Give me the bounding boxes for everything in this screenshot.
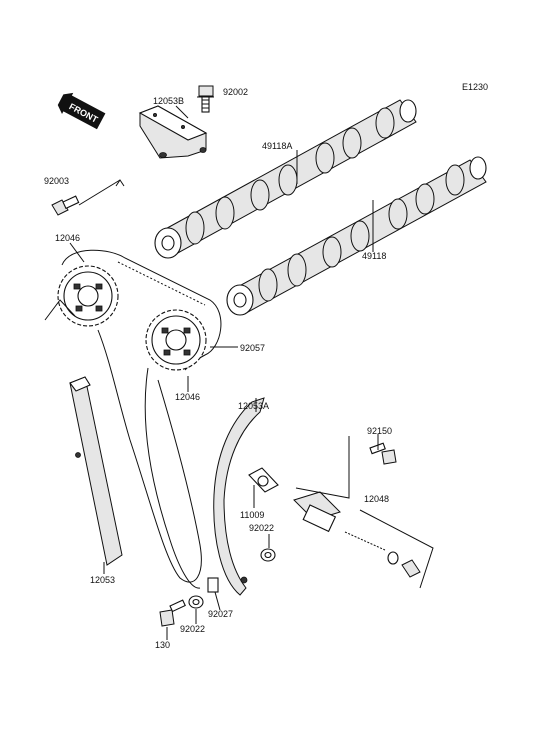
label-92002: 92002 [223, 87, 248, 97]
tensioner-guide [213, 397, 265, 596]
chain-guide-left [69, 376, 123, 566]
bolt-92002 [198, 85, 214, 113]
bolt-92150 [369, 442, 397, 465]
camshaft-exhaust [154, 99, 417, 259]
label-12048: 12048 [364, 494, 389, 504]
label-12053B: 12053B [153, 96, 184, 106]
label-92022-bottom: 92022 [180, 624, 205, 634]
cam-chain-lower [97, 329, 202, 583]
sprocket-right [145, 309, 207, 371]
label-12046-top: 12046 [55, 233, 80, 243]
chain-guide-upper [138, 105, 208, 159]
front-arrow-icon: FRONT [57, 92, 106, 130]
camshaft-intake [226, 156, 487, 316]
washer-right-hole [264, 551, 272, 559]
washer-bottom-hole [192, 598, 200, 606]
cam-chain-links [117, 261, 206, 306]
cam-chain-lower-inner [144, 367, 201, 589]
label-92027: 92027 [208, 609, 233, 619]
label-92150: 92150 [367, 426, 392, 436]
label-12053A: 12053A [238, 401, 269, 411]
label-12053: 12053 [90, 575, 115, 585]
label-92003: 92003 [44, 176, 69, 186]
label-11009: 11009 [240, 510, 264, 520]
label-12046-bottom: 12046 [175, 392, 200, 402]
label-92057: 92057 [240, 343, 265, 353]
gasket [248, 467, 279, 493]
diagram-code: E1230 [462, 82, 488, 92]
chain-tensioner [293, 491, 421, 578]
leader-lines [44, 96, 434, 640]
sprocket-left [57, 265, 119, 327]
bolt-92003 [51, 195, 80, 216]
label-49118: 49118 [362, 251, 386, 261]
label-49118A: 49118A [262, 141, 292, 151]
label-92022-right: 92022 [249, 523, 274, 533]
label-130: 130 [155, 640, 170, 650]
bolt-130 [159, 599, 186, 627]
collar [207, 577, 219, 593]
